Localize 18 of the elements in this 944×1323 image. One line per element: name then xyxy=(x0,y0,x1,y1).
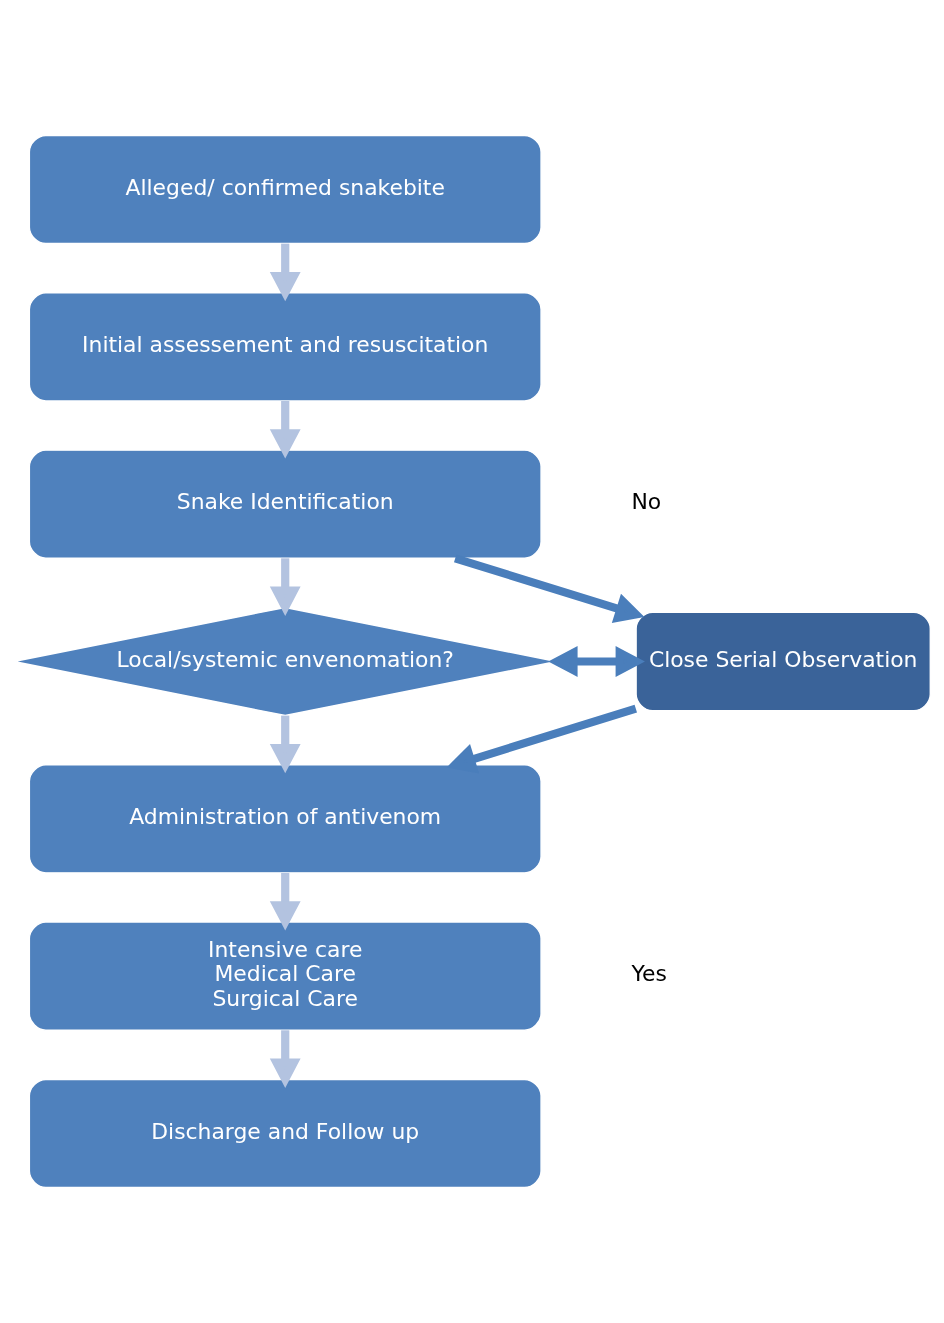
node-box: Administration of antivenom xyxy=(28,764,542,874)
arrow xyxy=(269,558,301,616)
node-box: Alleged/ confirmed snakebite xyxy=(28,134,542,245)
arrow xyxy=(548,646,645,677)
arrow xyxy=(269,243,301,302)
arrow xyxy=(269,715,301,774)
arrow xyxy=(454,554,645,624)
node-box: Snake Identification xyxy=(28,449,542,559)
arrow xyxy=(269,401,301,459)
arrow xyxy=(269,1030,301,1088)
arrow xyxy=(269,872,301,931)
label: Yes xyxy=(631,961,667,987)
arrow xyxy=(446,704,637,774)
label: No xyxy=(631,489,662,515)
node-box: Close Serial Observation xyxy=(635,611,931,712)
node-box: Discharge and Follow up xyxy=(28,1078,542,1189)
node-box: Intensive care Medical Care Surgical Care xyxy=(28,921,542,1031)
node-box: Initial assessement and resuscitation xyxy=(28,292,542,402)
